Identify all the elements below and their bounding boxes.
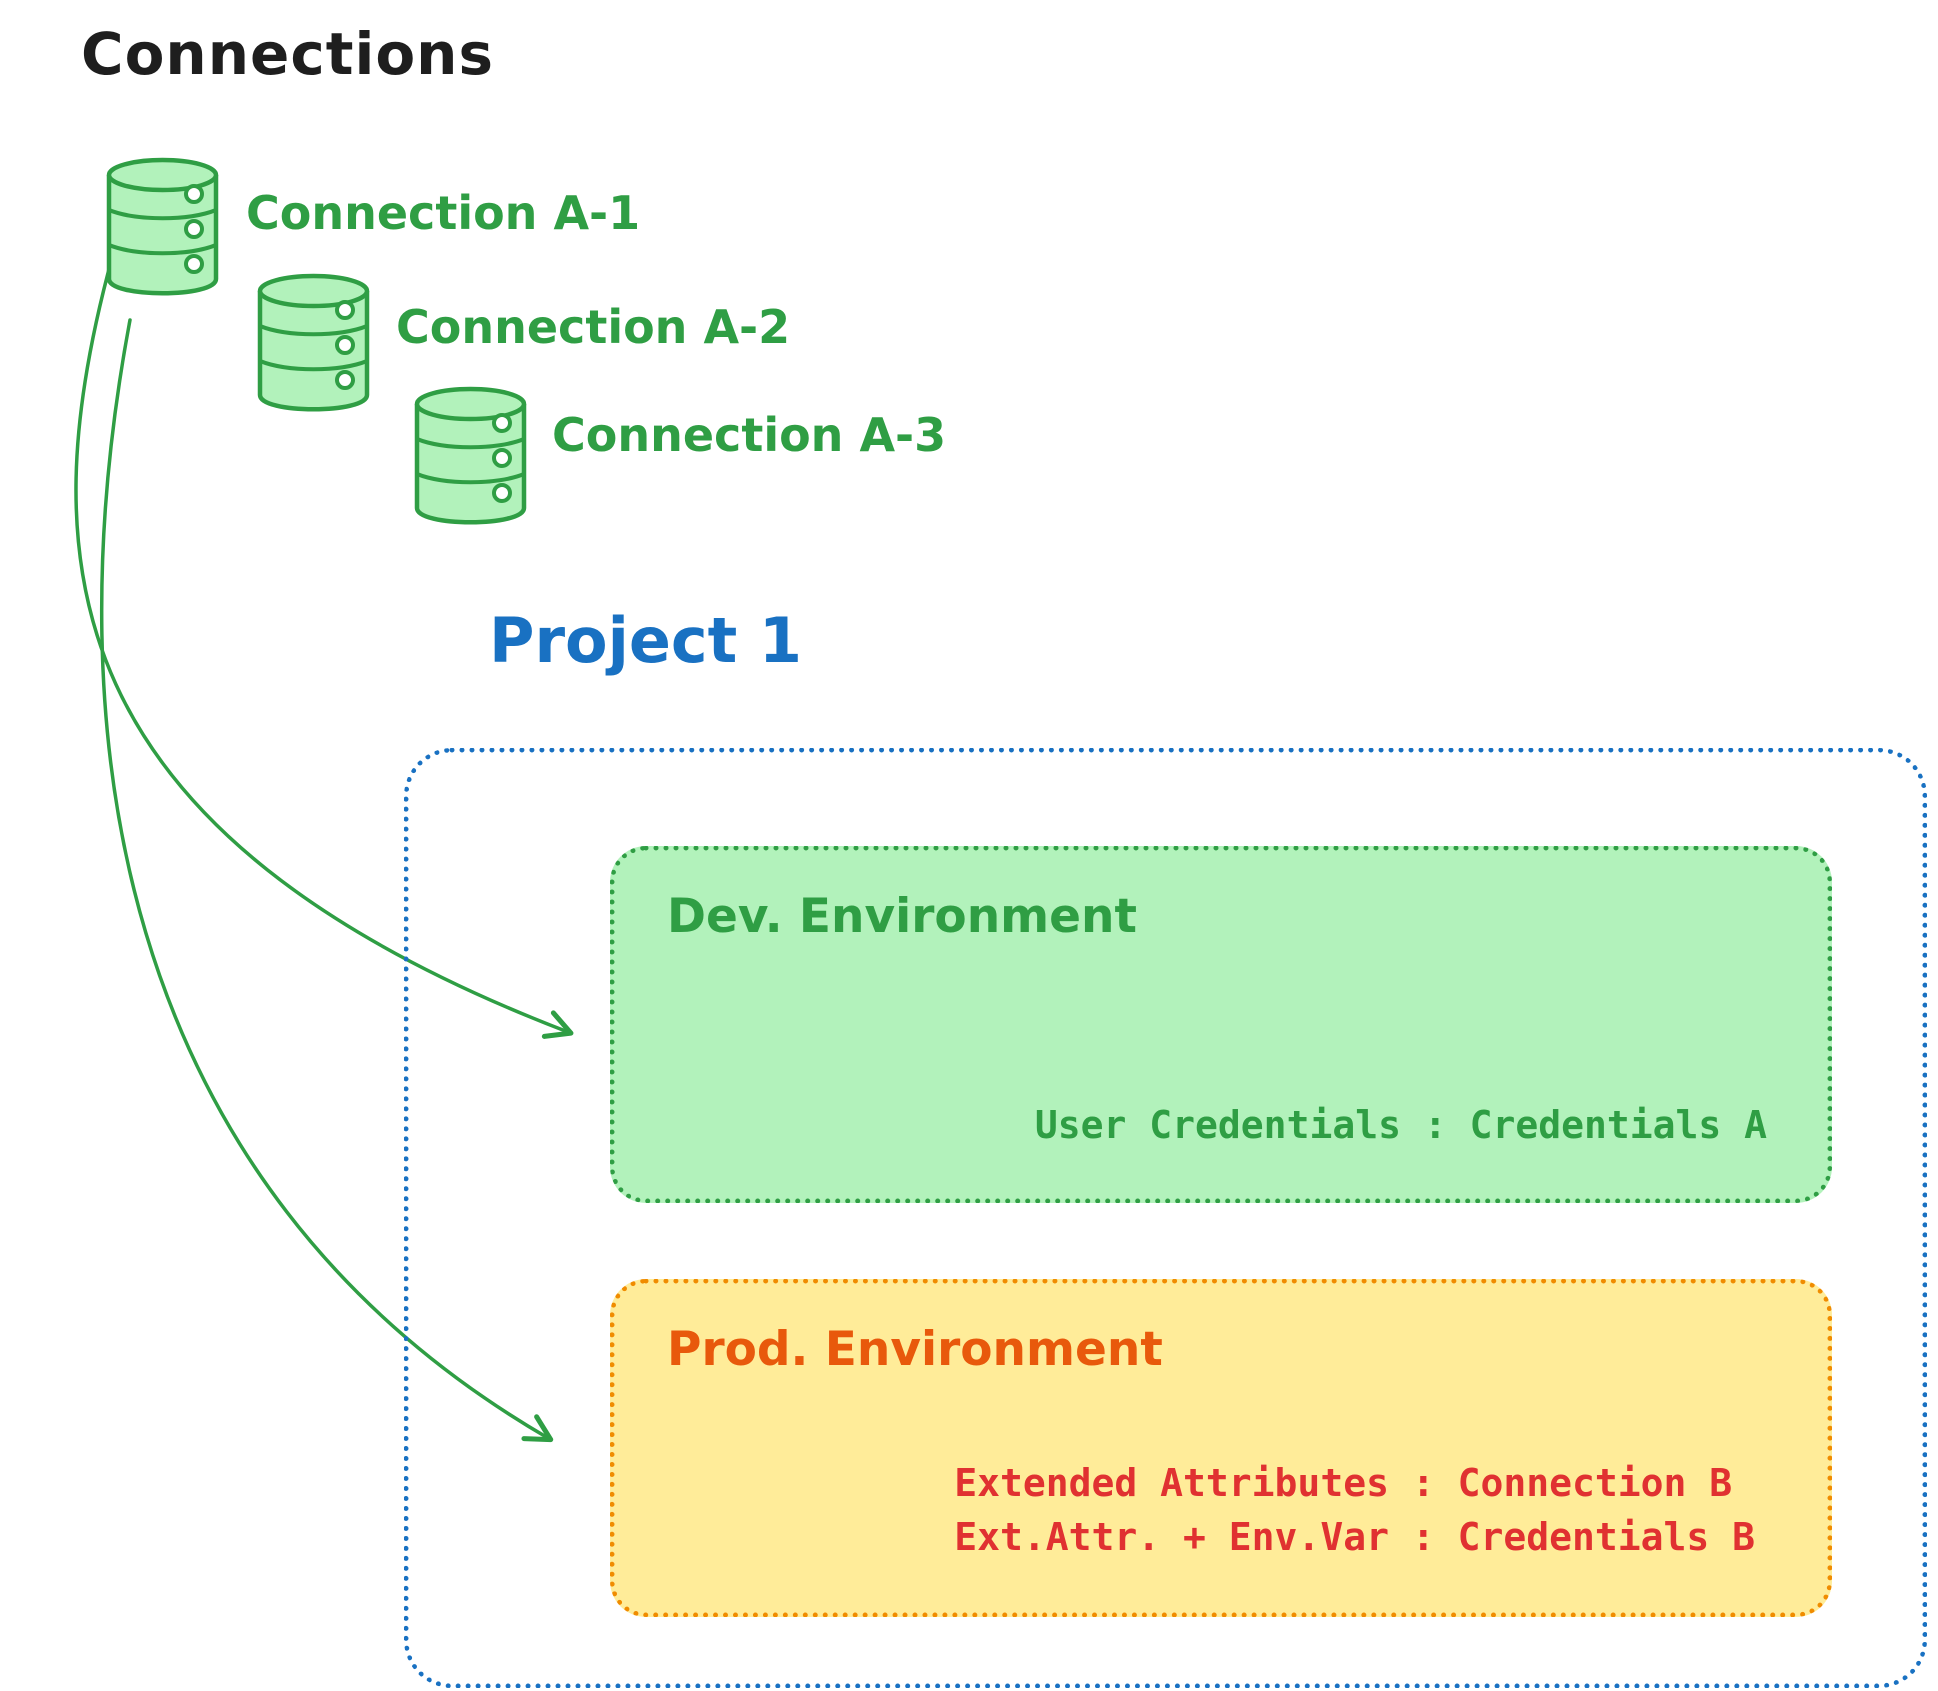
prod-environment-box: Prod. Environment Extended Attributes : … <box>610 1279 1832 1617</box>
project-box: Dev. Environment User Credentials : Cred… <box>404 748 1927 1688</box>
dev-environment-credentials: User Credentials : Credentials A <box>1035 1098 1767 1152</box>
prod-environment-credentials: Extended Attributes : Connection B Ext.A… <box>954 1456 1755 1564</box>
prod-environment-title: Prod. Environment <box>667 1322 1163 1377</box>
connection-a1-label: Connection A-1 <box>246 186 641 240</box>
dev-environment-title: Dev. Environment <box>667 889 1137 944</box>
prod-attributes-line: Extended Attributes : Connection B <box>954 1461 1733 1505</box>
connection-a3-label: Connection A-3 <box>552 408 947 462</box>
database-icon-a3 <box>417 389 524 522</box>
project-title: Project 1 <box>489 604 803 677</box>
connection-a2-label: Connection A-2 <box>396 300 791 354</box>
database-icon-a1 <box>109 160 216 293</box>
dev-credentials-line: User Credentials : Credentials A <box>1034 1103 1767 1147</box>
dev-environment-box: Dev. Environment User Credentials : Cred… <box>610 846 1832 1203</box>
database-icon-a2 <box>260 276 367 409</box>
prod-credentials-line: Ext.Attr. + Env.Var : Credentials B <box>954 1515 1755 1559</box>
connections-title: Connections <box>81 20 494 88</box>
